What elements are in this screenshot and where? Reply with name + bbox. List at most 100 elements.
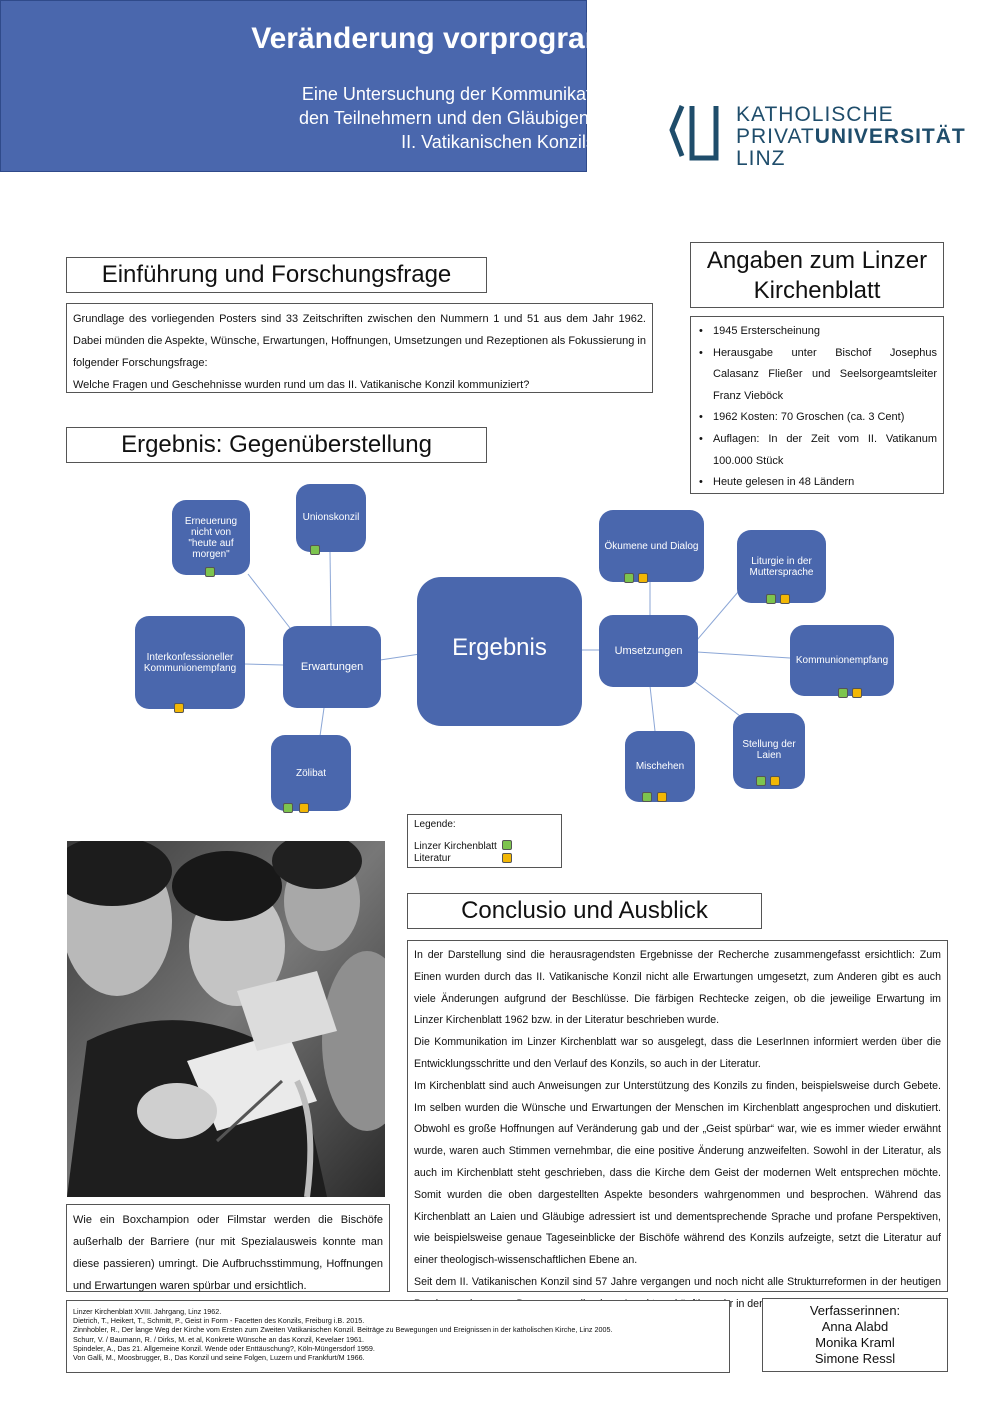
subtitle-line: den Teilnehmern und den Gläubigen währen… [299, 108, 697, 128]
literatur-marker [780, 594, 790, 604]
author-name: Simone Ressl [814, 1351, 896, 1366]
node-zoelibat: Zölibat [271, 735, 351, 811]
node-label: Umsetzungen [614, 644, 683, 657]
kirchenblatt-marker [283, 803, 293, 813]
literatur-marker [852, 688, 862, 698]
node-oekumene: Ökumene und Dialog [599, 510, 704, 582]
intro-heading: Einführung und Forschungsfrage [66, 257, 487, 293]
legend-item-kirchenblatt: Linzer Kirchenblatt [414, 841, 555, 853]
node-label: Liturgie in der Muttersprache [749, 556, 814, 578]
connector-line [696, 591, 739, 641]
kirchenblatt-marker [766, 594, 776, 604]
legend-kirchenblatt-swatch [502, 840, 512, 850]
node-label: Kommunionempfang [795, 655, 889, 666]
node-erneuerung: Erneuerung nicht von "heute auf morgen" [172, 500, 250, 575]
conclusio-text-box: In der Darstellung sind die herausragend… [407, 940, 948, 1310]
poster-subtitle: Eine Untersuchung der Kommunikation zwis… [30, 82, 966, 154]
kirchenblatt-marker [624, 573, 634, 583]
connector-line [649, 685, 656, 732]
conclusio-paragraph: In der Darstellung sind die herausragend… [414, 949, 941, 1027]
logo-word-universitaet: UNIVERSITÄT [814, 125, 966, 148]
ergebnis-heading: Ergebnis: Gegenüberstellung [66, 427, 487, 463]
angaben-heading: Angaben zum Linzer Kirchenblatt [690, 242, 944, 308]
kirchenblatt-marker [838, 688, 848, 698]
node-label: Zölibat [295, 767, 326, 779]
university-logo: KATHOLISCHE PRIVATUNIVERSITÄT LINZ [668, 96, 966, 176]
reference-item: Dietrich, T., Heikert, T., Schmitt, P., … [73, 1316, 365, 1326]
angaben-heading-line: Kirchenblatt [753, 277, 881, 304]
node-kommunionempfang: Kommunionempfang [790, 625, 894, 696]
kirchenblatt-marker [310, 545, 320, 555]
legend-item-literatur: Literatur [414, 853, 555, 865]
intro-text: Grundlage des vorliegenden Posters sind … [73, 313, 646, 369]
connector-line [319, 707, 325, 737]
legend-title: Legende: [414, 819, 456, 830]
legend-label: Linzer Kirchenblatt [414, 841, 497, 852]
photo-caption: Wie ein Boxchampion oder Filmstar werden… [66, 1204, 390, 1292]
ergebnis-center-node: Ergebnis [417, 577, 582, 726]
kirchenblatt-marker [205, 567, 215, 577]
intro-text-box: Grundlage des vorliegenden Posters sind … [66, 303, 653, 393]
logo-wordmark: KATHOLISCHE PRIVATUNIVERSITÄT LINZ [736, 104, 966, 170]
connector-line [329, 551, 332, 627]
list-item: 1945 Ersterscheinung [699, 321, 937, 343]
connector-line [247, 573, 291, 629]
logo-line: LINZ [736, 147, 786, 170]
node-interkonfessioneller-kommunionempfang: Interkonfessioneller Kommunionempfang [135, 616, 245, 709]
node-mischehen: Mischehen [625, 731, 695, 802]
reference-item: Linzer Kirchenblatt XVIII. Jahrgang, Lin… [73, 1307, 222, 1316]
list-item: 1962 Kosten: 70 Groschen (ca. 3 Cent) [699, 407, 937, 429]
node-label: Unionskonzil [302, 512, 360, 523]
node-liturgie: Liturgie in der Muttersprache [737, 530, 826, 603]
conclusio-heading: Conclusio und Ausblick [407, 893, 762, 929]
historical-photo [67, 841, 385, 1197]
legend-label: Literatur [414, 853, 451, 864]
legend-literatur-swatch [502, 853, 512, 863]
literatur-marker [638, 573, 648, 583]
node-label: Stellung der Laien [742, 739, 796, 761]
authors-box: Verfasserinnen: Anna Alabd Monika Kraml … [762, 1298, 948, 1372]
literatur-marker [174, 703, 184, 713]
node-label: Mischehen [635, 761, 685, 772]
author-name: Monika Kraml [815, 1335, 895, 1350]
reference-item: Spindeler, A., Das 21. Allgemeine Konzil… [73, 1343, 375, 1353]
literatur-marker [657, 792, 667, 802]
list-item: Auflagen: In der Zeit vom II. Vatikanum … [699, 429, 937, 472]
subtitle-line: II. Vatikanischen Konzils [401, 132, 595, 152]
authors-label: Verfasserinnen: [809, 1303, 901, 1318]
erwartungen-hub-node: Erwartungen [283, 626, 381, 708]
diagram-legend: Legende: Linzer Kirchenblatt Literatur [407, 814, 562, 868]
reference-item: Zinnhobler, R., Der lange Weg der Kirche… [73, 1325, 613, 1335]
literatur-marker [770, 776, 780, 786]
conclusio-paragraph: Im Kirchenblatt sind auch Anweisungen zu… [414, 1079, 941, 1267]
author-name: Anna Alabd [821, 1319, 889, 1334]
node-label: Erneuerung nicht von "heute auf morgen" [184, 516, 238, 560]
angaben-list: 1945 Ersterscheinung Herausgabe unter Bi… [690, 316, 944, 494]
node-unionskonzil: Unionskonzil [296, 484, 366, 552]
title-banner: Veränderung vorprogrammiert ... ? Eine U… [0, 0, 745, 172]
node-label: Erwartungen [300, 660, 364, 673]
literatur-marker [299, 803, 309, 813]
reference-item: Schurr, V. / Baumann, R. / Dirks, M. et … [73, 1334, 364, 1344]
umsetzungen-hub-node: Umsetzungen [599, 615, 698, 687]
node-stellung-der-laien: Stellung der Laien [733, 713, 805, 789]
connector-line [689, 677, 741, 717]
list-item: Herausgabe unter Bischof Josephus Calasa… [699, 343, 937, 408]
references-box: Linzer Kirchenblatt XVIII. Jahrgang, Lin… [66, 1300, 730, 1373]
poster-title: Veränderung vorprogrammiert ... ? [251, 22, 745, 55]
node-label: Ökumene und Dialog [604, 540, 699, 552]
reference-item: Von Galli, M., Moosbrugger, B., Das Konz… [73, 1353, 365, 1363]
node-label: Interkonfessioneller Kommunionempfang [143, 651, 237, 674]
angaben-heading-line: Angaben zum Linzer [706, 247, 928, 274]
logo-line: KATHOLISCHE [736, 103, 894, 126]
conclusio-paragraph: Die Kommunikation im Linzer Kirchenblatt… [414, 1036, 941, 1070]
ku-logo-icon [669, 105, 719, 161]
connector-line [696, 651, 791, 659]
list-item: Heute gelesen in 48 Ländern [699, 472, 937, 494]
photo-illustration [67, 841, 385, 1197]
logo-line: PRIVATUNIVERSITÄT [736, 126, 966, 148]
kirchenblatt-marker [642, 792, 652, 802]
subtitle-line: Eine Untersuchung der Kommunikation zwis… [301, 84, 695, 104]
logo-word-privat: PRIVAT [736, 125, 815, 148]
kirchenblatt-marker [756, 776, 766, 786]
